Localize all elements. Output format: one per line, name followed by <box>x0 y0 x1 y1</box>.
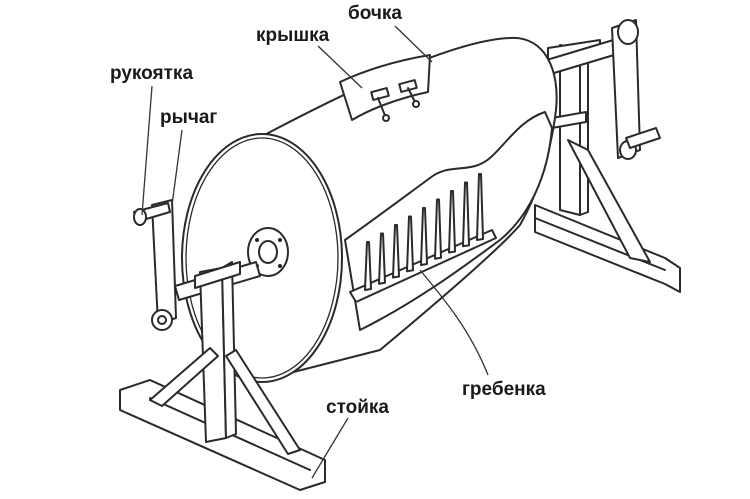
lid <box>339 54 431 122</box>
handle-label: рукоятка <box>110 63 194 84</box>
comb-tooth <box>364 241 372 291</box>
right-stand <box>534 39 681 293</box>
stand-label: стойка <box>326 397 389 418</box>
comb-tooth <box>406 215 414 273</box>
right-axle-crank <box>539 19 661 160</box>
lever-label: рычаг <box>160 107 218 128</box>
lid-label: крышка <box>256 25 330 46</box>
comb-tooth <box>420 207 428 266</box>
comb <box>349 173 497 303</box>
comb-tooth <box>476 173 484 241</box>
comb-tooth <box>448 190 456 254</box>
comb-tooth <box>462 181 470 248</box>
comb-tooth <box>378 232 386 285</box>
left-stand <box>119 261 326 491</box>
comb-tooth <box>434 198 442 260</box>
leader-lines <box>141 25 489 479</box>
comb-label: гребенка <box>462 379 546 400</box>
comb-tooth <box>392 224 400 279</box>
barrel-label: бочка <box>348 3 402 24</box>
